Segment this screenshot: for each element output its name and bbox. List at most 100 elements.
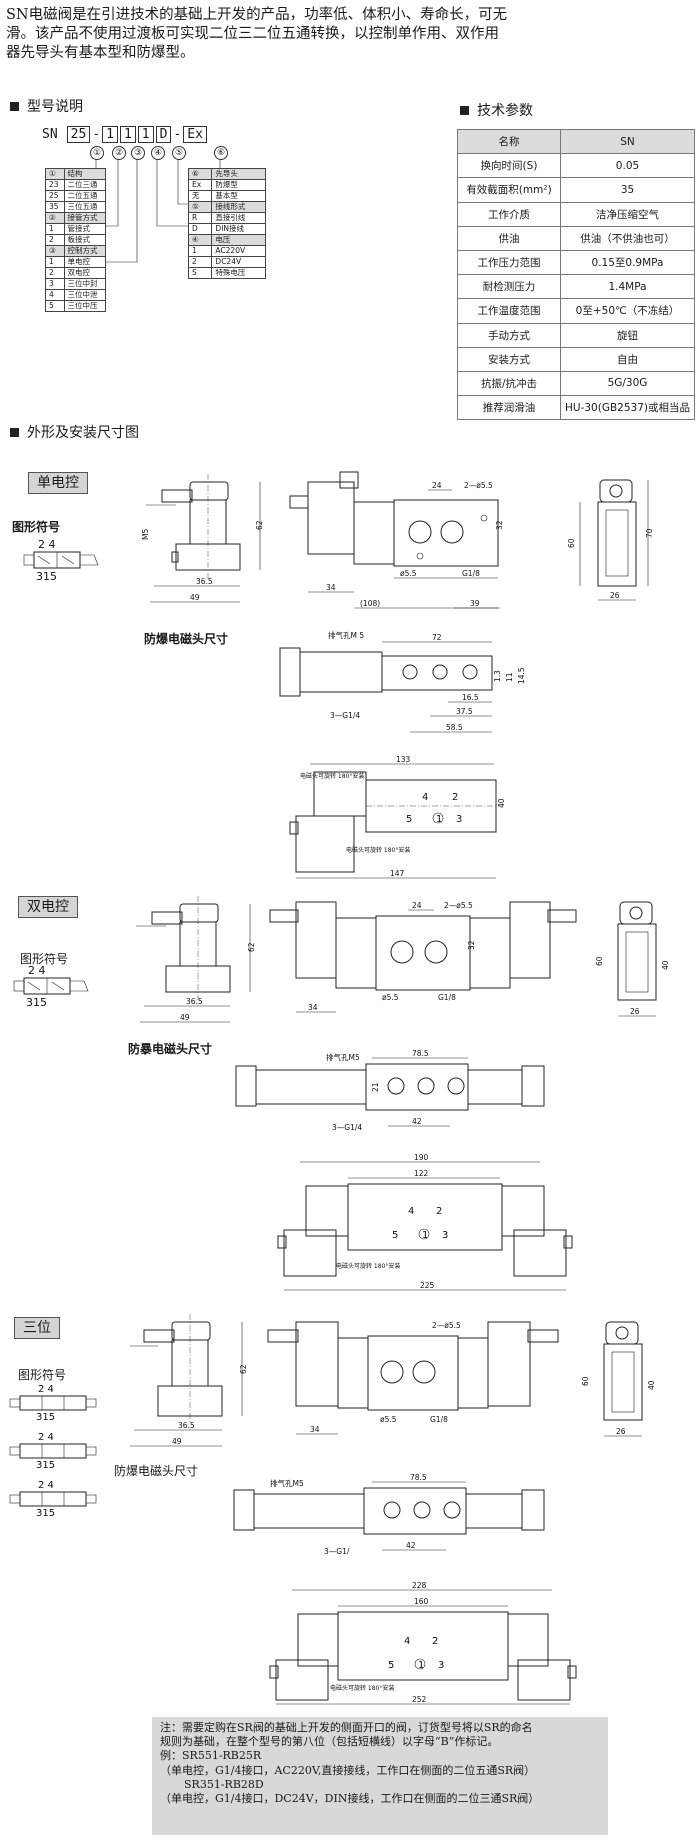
section-square-icon (10, 427, 19, 437)
note-line: 注：需要定购在SR阀的基础上开发的侧面开口的阀，订货型号将以SR的命名 (160, 1721, 533, 1734)
svg-text:电磁头可旋转 180°安装: 电磁头可旋转 180°安装 (346, 846, 410, 854)
svg-text:21: 21 (371, 1082, 380, 1092)
svg-text:2 4: 2 4 (38, 1480, 54, 1491)
svg-text:315: 315 (36, 570, 57, 583)
svg-text:225: 225 (420, 1281, 435, 1290)
model-option-row-key: 1 (45, 256, 65, 268)
svg-text:1: 1 (436, 814, 442, 825)
svg-text:34: 34 (308, 1003, 318, 1012)
svg-text:排气孔M 5: 排气孔M 5 (328, 630, 364, 640)
model-option-row-value: 三位中泄 (63, 289, 107, 301)
svg-text:3—G1/: 3—G1/ (324, 1547, 350, 1556)
spec-row-value: 0.05 (560, 153, 695, 179)
valve-symbol-triple: 2 4 315 2 4 315 2 4 315 (9, 1384, 97, 1519)
spec-row-value: 洁净压缩空气 (560, 201, 695, 227)
svg-text:1: 1 (418, 1660, 424, 1671)
explosion-view-single: 72 排气孔M 5 3—G1/4 16.5 37.5 58.5 1.3 11 1… (279, 630, 526, 733)
model-section-title: 型号说明 (10, 96, 83, 116)
explosion-label-single: 防爆电磁头尺寸 (144, 632, 229, 646)
marker-2: ② (112, 146, 126, 160)
valve-symbol-double: 2 4 315 (13, 964, 89, 1009)
svg-text:315: 315 (26, 996, 47, 1009)
side-view-single: 62 36.5 49 M5 (141, 474, 264, 603)
model-option-row-key: ⑥ (187, 168, 213, 180)
plan-view-triple: 228 160 4 2 5 1 3 电磁头可旋转 180°安装 252 (269, 1581, 577, 1705)
spec-row-value: 0.15至0.9MPa (560, 249, 695, 276)
svg-text:315: 315 (36, 1460, 55, 1471)
model-part-structure: 25 (66, 126, 91, 143)
model-option-row-value: 接管方式 (63, 212, 107, 224)
model-option-row-key: ③ (45, 245, 65, 257)
model-option-row-value: 先导头 (211, 168, 266, 180)
svg-text:3—G1/4: 3—G1/4 (330, 711, 360, 720)
spec-row-key: 耐检测压力 (457, 274, 561, 300)
spec-row-key: 换向时间(S) (457, 153, 561, 179)
three-position-drawings: 2 4 315 2 4 315 2 4 315 62 36.5 49 (9, 1314, 656, 1705)
svg-text:34: 34 (310, 1425, 320, 1434)
section-square-icon (10, 101, 19, 111)
spec-row: 手动方式旋钮 (457, 322, 695, 348)
spec-row: 有效截面积(mm²)35 (457, 177, 695, 203)
spec-row-key: 工作温度范围 (457, 298, 561, 324)
svg-text:37.5: 37.5 (456, 707, 473, 716)
model-option-row-key: 23 (45, 179, 65, 191)
svg-text:ø5.5: ø5.5 (380, 1415, 397, 1424)
spec-row-value: 自由 (560, 346, 695, 372)
model-option-row-key: 35 (45, 201, 65, 213)
model-option-row-value: 接线形式 (211, 201, 266, 213)
svg-text:315: 315 (36, 1412, 55, 1423)
side-view-double: 62 36.5 49 (136, 896, 256, 1023)
symbol-label-single: 图形符号 (12, 520, 61, 534)
model-prefix: SN (42, 127, 58, 142)
svg-text:36.5: 36.5 (186, 997, 203, 1006)
front-view-single: ø5.5 G1/8 24 2—ø5.5 32 34 (108) 39 (289, 471, 504, 609)
model-option-row-value: 三位五通 (63, 201, 107, 213)
svg-text:3: 3 (442, 1230, 448, 1241)
badge-double: 双电控 (18, 896, 78, 918)
intro-line: 滑。该产品不使用过渡板可实现二位三二位五通转换，以控制单作用、双作用 (6, 26, 499, 42)
model-option-row-value: DC24V (211, 256, 266, 268)
svg-text:60: 60 (567, 538, 576, 548)
svg-text:42: 42 (406, 1541, 416, 1550)
svg-text:16.5: 16.5 (462, 693, 479, 702)
svg-text:电磁头可旋转 180°安装: 电磁头可旋转 180°安装 (336, 1262, 400, 1270)
plan-view-single: 133 4 2 5 1 3 40 电磁头可旋转 180°安装 电磁头可旋转 18… (289, 755, 506, 879)
spec-row-value: SN (560, 128, 695, 155)
spec-row: 安装方式自由 (457, 346, 695, 372)
spec-row-key: 手动方式 (457, 322, 561, 348)
svg-text:24: 24 (412, 901, 422, 910)
svg-text:排气孔M5: 排气孔M5 (326, 1052, 360, 1062)
spec-row: 供油供油（不供油也可） (457, 225, 695, 251)
svg-text:排气孔M5: 排气孔M5 (270, 1478, 304, 1488)
model-option-row-value: 电压 (211, 234, 266, 246)
model-option-row-value: 板接式 (63, 234, 107, 246)
model-option-row-value: 直接引线 (211, 212, 266, 224)
model-option-row-key: ② (45, 212, 65, 224)
svg-text:133: 133 (396, 755, 411, 764)
svg-text:78.5: 78.5 (410, 1473, 427, 1482)
order-note: 注：需要定购在SR阀的基础上开发的侧面开口的阀，订货型号将以SR的命名 规则为基… (152, 1717, 608, 1835)
note-line: 例：SR551-RB25R (160, 1749, 262, 1763)
model-option-row-key: 2 (45, 267, 65, 279)
model-option-row-value: AC220V (211, 245, 266, 257)
svg-text:2: 2 (432, 1636, 438, 1647)
svg-text:26: 26 (616, 1427, 626, 1436)
svg-text:5: 5 (406, 814, 412, 825)
model-option-row-value: 三位中压 (63, 300, 107, 312)
svg-text:2—ø5.5: 2—ø5.5 (464, 481, 493, 490)
svg-text:62: 62 (255, 520, 264, 530)
model-option-row-value: 管接式 (63, 223, 107, 235)
marker-4: ④ (151, 146, 165, 160)
svg-text:70: 70 (645, 528, 654, 538)
note-line: SR351-RB28D (184, 1777, 264, 1791)
svg-text:5: 5 (392, 1230, 398, 1241)
